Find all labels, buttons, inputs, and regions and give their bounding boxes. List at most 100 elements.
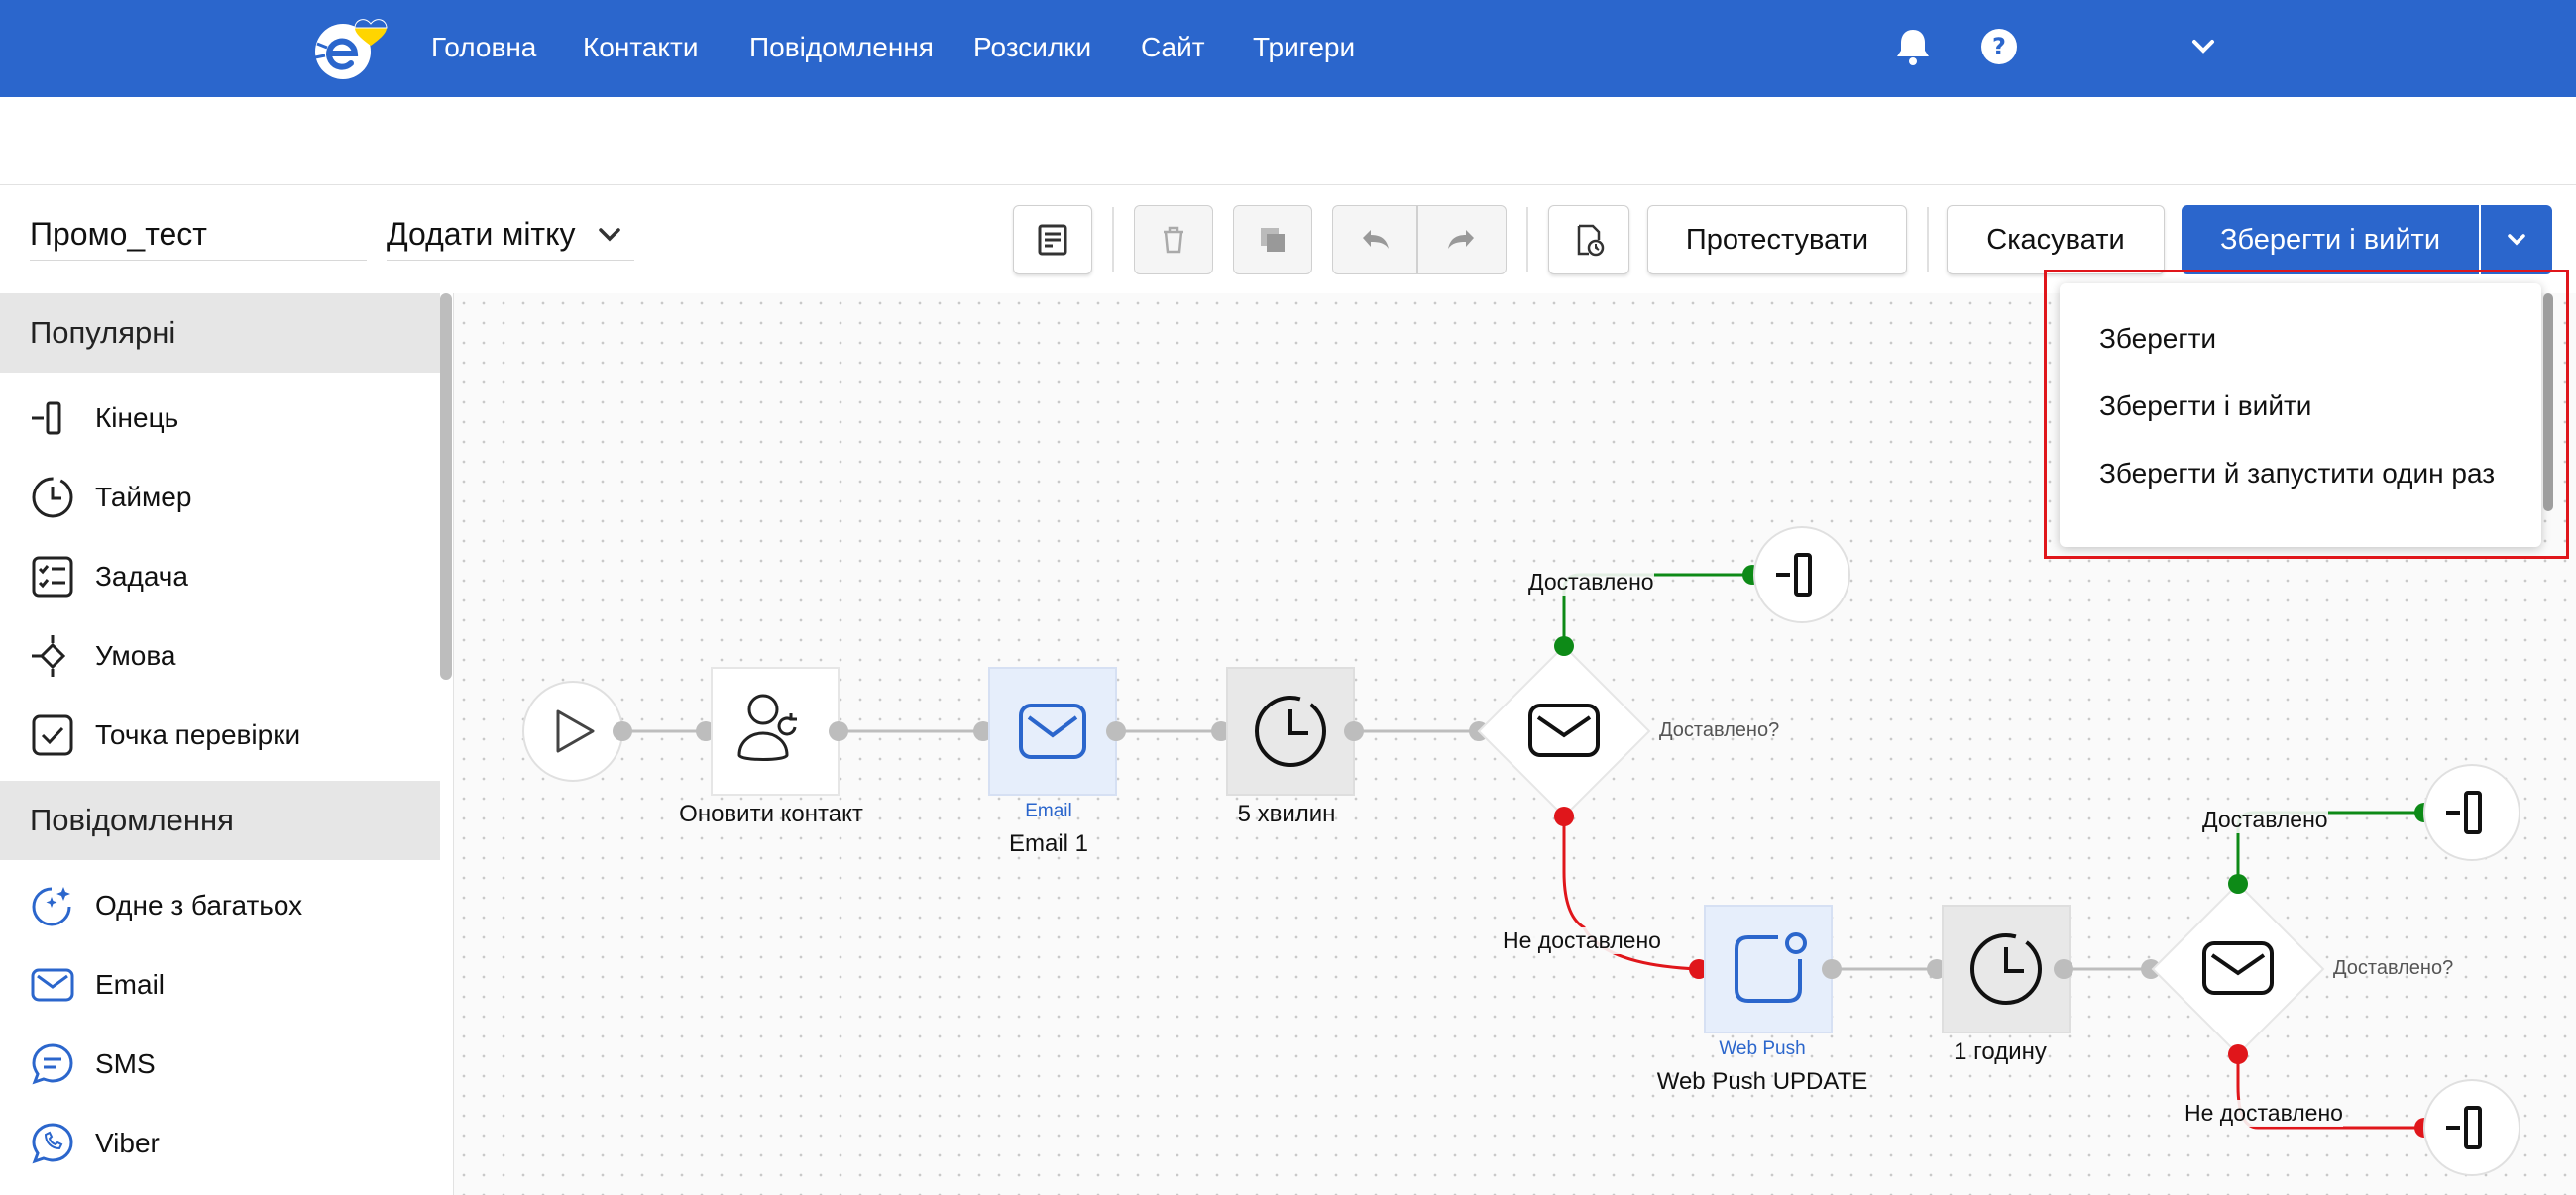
notes-button[interactable] — [1013, 205, 1092, 274]
palette-item-end[interactable]: Кінець — [0, 379, 440, 458]
connectors — [622, 729, 2151, 971]
play-icon — [556, 709, 595, 753]
flow-diagram — [522, 526, 2520, 1176]
timer-node-2 — [1927, 905, 2073, 1033]
webpush-node — [1689, 905, 1842, 1033]
task-icon — [32, 556, 73, 598]
redo-icon — [1448, 230, 1474, 249]
copy-button[interactable] — [1233, 205, 1312, 274]
menu-item-save-run-once[interactable]: Зберегти й запустити один раз — [2099, 458, 2496, 489]
nav-site[interactable]: Сайт — [1141, 32, 1205, 62]
condition-node-1 — [1469, 636, 1651, 826]
end-node-3 — [2423, 1079, 2520, 1176]
not-delivered-label-2: Не доставлено — [2184, 1100, 2343, 1127]
help-icon[interactable]: ? — [1974, 22, 2024, 71]
end-node-1 — [1753, 526, 1850, 623]
chevron-down-icon[interactable] — [595, 225, 624, 245]
email-node — [973, 667, 1126, 796]
section-popular: Популярні — [0, 293, 440, 373]
undo-button[interactable] — [1332, 205, 1417, 274]
chevron-down-icon[interactable] — [2179, 22, 2228, 71]
condition-icon — [32, 635, 66, 677]
palette-item-one-of-many[interactable]: Одне з багатьох — [0, 866, 440, 945]
palette-item-label: Точка перевірки — [95, 719, 301, 750]
condition-node-2 — [2141, 874, 2325, 1064]
end-icon — [32, 401, 61, 435]
save-options-dropdown-button[interactable] — [2481, 205, 2552, 274]
top-navigation: Головна Контакти Повідомлення Розсилки С… — [0, 0, 2576, 97]
save-options-menu: Зберегти Зберегти і вийти Зберегти й зап… — [2060, 283, 2541, 547]
palette-item-label: Одне з багатьох — [95, 890, 303, 921]
palette-item-label: Email — [95, 969, 166, 1000]
sms-icon — [32, 1043, 73, 1085]
canvas-scrollbar[interactable] — [2543, 293, 2553, 511]
viber-icon — [32, 1123, 73, 1164]
end-node-2 — [2423, 764, 2520, 861]
nav-campaigns[interactable]: Розсилки — [973, 32, 1092, 62]
add-tag-select[interactable]: Додати мітку — [387, 209, 634, 261]
condition1-label: Доставлено? — [1659, 719, 1780, 741]
divider — [1927, 207, 1929, 272]
highlight-box — [2044, 270, 2569, 559]
logo[interactable] — [309, 14, 402, 83]
delete-button[interactable] — [1134, 205, 1213, 274]
palette-item-condition[interactable]: Умова — [0, 616, 440, 696]
copy-icon — [1261, 228, 1285, 252]
email-type-label: Email — [1025, 801, 1072, 821]
node-palette-sidebar: Популярні Кінець Таймер Задача Умова Точ… — [0, 293, 454, 1195]
chevron-down-icon — [2508, 234, 2525, 246]
section-messages: Повідомлення — [0, 781, 440, 860]
palette-item-label: Viber — [95, 1128, 160, 1158]
sparkle-mail-icon — [32, 887, 71, 926]
timer-icon — [32, 477, 73, 518]
update-contact-label: Оновити контакт — [679, 801, 863, 827]
document-refresh-icon — [1577, 224, 1605, 257]
save-and-exit-button[interactable]: Зберегти і вийти — [2182, 205, 2479, 274]
nav-home[interactable]: Головна — [431, 32, 537, 62]
email-icon — [31, 968, 74, 1002]
update-contact-node — [696, 667, 848, 796]
flow-canvas[interactable]: Оновити контакт Email Email 1 5 хвилин Д… — [454, 293, 2576, 1195]
timer1-label: 5 хвилин — [1237, 801, 1336, 827]
condition2-label: Доставлено? — [2333, 957, 2454, 979]
webpush-type-label: Web Push — [1719, 1038, 1806, 1059]
nav-contacts[interactable]: Контакти — [583, 32, 699, 62]
history-button[interactable] — [1548, 205, 1629, 274]
palette-item-email[interactable]: Email — [0, 945, 440, 1025]
delivered-label-2: Доставлено — [2202, 807, 2328, 833]
palette-item-viber[interactable]: Viber — [0, 1104, 440, 1183]
note-icon — [1038, 224, 1067, 256]
palette-item-sms[interactable]: SMS — [0, 1025, 440, 1104]
menu-item-save[interactable]: Зберегти — [2099, 323, 2217, 354]
palette-item-label: Умова — [95, 640, 176, 671]
editor-toolbar: Промо_тест Додати мітку Протестувати Ска… — [0, 184, 2576, 293]
timer-node-1 — [1211, 667, 1364, 796]
divider — [1526, 207, 1528, 272]
cancel-button[interactable]: Скасувати — [1947, 205, 2165, 274]
svg-text:?: ? — [1992, 33, 2006, 60]
palette-item-timer[interactable]: Таймер — [0, 458, 440, 537]
timer2-label: 1 годину — [1954, 1038, 2047, 1065]
start-node — [522, 681, 623, 782]
undo-icon — [1363, 230, 1389, 249]
nav-messages[interactable]: Повідомлення — [749, 32, 934, 62]
menu-item-save-exit[interactable]: Зберегти і вийти — [2099, 390, 2312, 421]
redo-button[interactable] — [1417, 205, 1507, 274]
delivered-label: Доставлено — [1528, 569, 1654, 596]
webpush-name-label: Web Push UPDATE — [1656, 1068, 1868, 1095]
email-name-label: Email 1 — [1008, 830, 1089, 857]
test-button[interactable]: Протестувати — [1647, 205, 1907, 274]
bell-icon[interactable] — [1888, 22, 1938, 71]
palette-item-label: Таймер — [95, 482, 192, 512]
nav-triggers[interactable]: Тригери — [1253, 32, 1356, 62]
palette-item-label: Задача — [95, 561, 188, 592]
flow-name-input[interactable]: Промо_тест — [30, 209, 367, 261]
sidebar-scrollbar[interactable] — [440, 293, 452, 680]
palette-item-checkpoint[interactable]: Точка перевірки — [0, 696, 440, 775]
not-delivered-label: Не доставлено — [1503, 927, 1661, 954]
palette-item-label: Кінець — [95, 402, 179, 433]
palette-item-task[interactable]: Задача — [0, 537, 440, 616]
palette-item-label: SMS — [95, 1048, 156, 1079]
checkpoint-icon — [32, 714, 73, 756]
divider — [1112, 207, 1114, 272]
